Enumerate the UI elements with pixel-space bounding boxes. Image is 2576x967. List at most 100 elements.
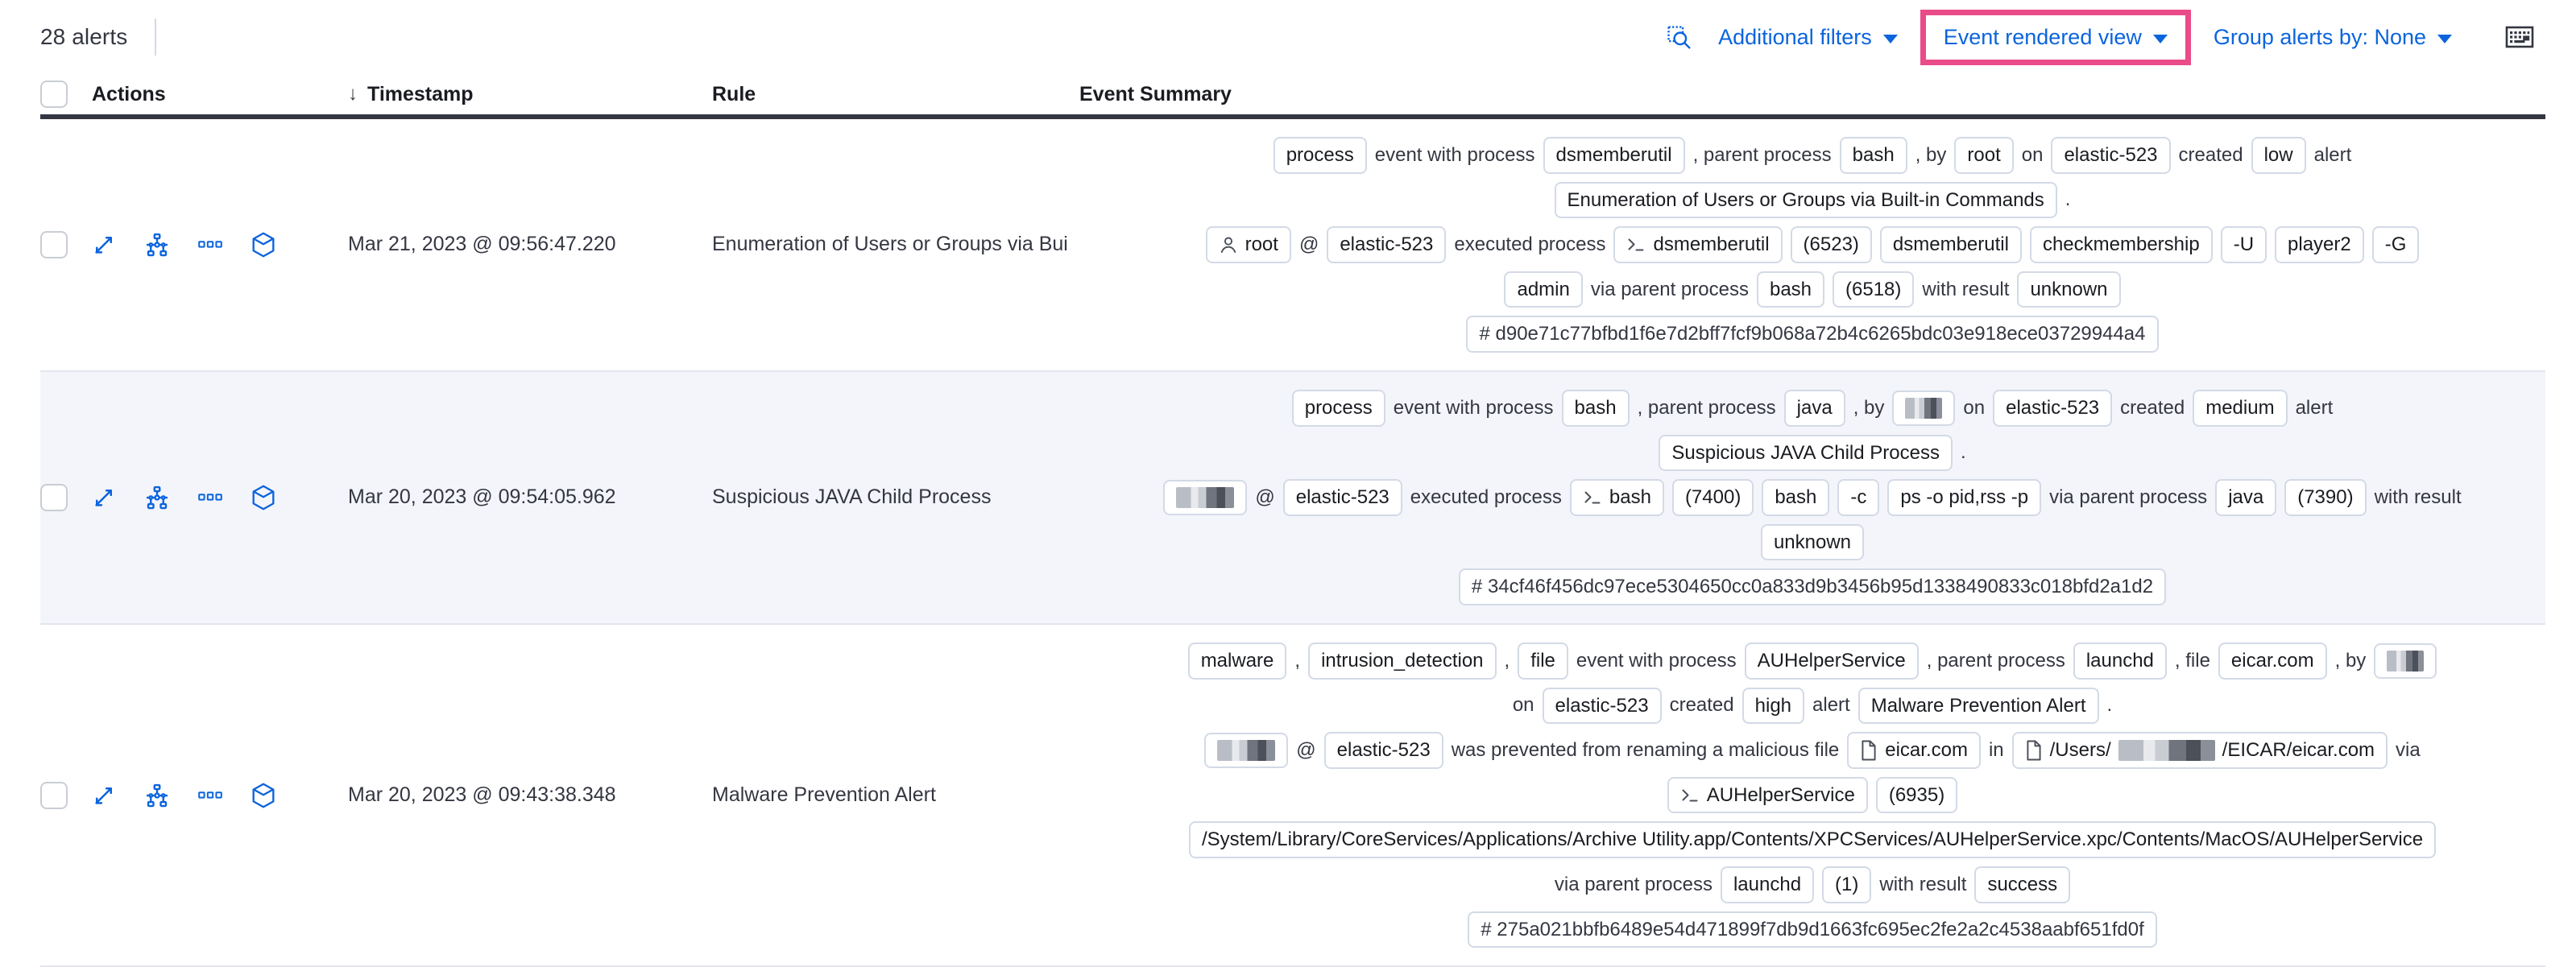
summary-chip[interactable]: bash xyxy=(1762,479,1830,516)
summary-chip[interactable]: elastic-523 xyxy=(1323,732,1443,769)
summary-chip[interactable]: process xyxy=(1273,137,1367,174)
column-header-rule[interactable]: Rule xyxy=(712,83,1079,106)
summary-chip[interactable]: (6518) xyxy=(1833,271,1915,308)
column-header-timestamp[interactable]: ↓ Timestamp xyxy=(348,83,712,106)
expand-icon[interactable] xyxy=(92,233,116,257)
summary-chip[interactable]: bash xyxy=(1561,389,1630,427)
summary-chip[interactable]: ps -o pid,rss -p xyxy=(1887,479,2042,516)
summary-chip[interactable]: unknown xyxy=(2017,271,2121,308)
redacted-value xyxy=(2118,739,2215,761)
summary-chip[interactable]: -c xyxy=(1837,479,1880,516)
summary-chip[interactable]: (1) xyxy=(1822,866,1872,903)
summary-chip[interactable]: elastic-523 xyxy=(1327,226,1447,263)
summary-chip[interactable]: admin xyxy=(1504,271,1583,308)
summary-chip[interactable]: AUHelperService xyxy=(1667,776,1868,814)
summary-chip[interactable]: root xyxy=(1954,137,2014,174)
summary-chip-label: process xyxy=(1286,144,1354,166)
summary-chip[interactable] xyxy=(1892,390,1956,426)
summary-chip[interactable]: process xyxy=(1291,389,1385,427)
summary-chip[interactable]: launchd xyxy=(1720,866,1815,903)
summary-chip[interactable]: file xyxy=(1518,642,1568,680)
summary-chip[interactable]: player2 xyxy=(2275,226,2364,263)
keyboard-shortcuts-button[interactable] xyxy=(2494,19,2545,55)
summary-chip[interactable]: elastic-523 xyxy=(2051,137,2171,174)
summary-chip[interactable]: java xyxy=(1783,389,1845,427)
row-select-cell xyxy=(40,483,82,511)
analyze-event-icon[interactable] xyxy=(145,233,169,257)
summary-chip[interactable]: (7400) xyxy=(1671,479,1754,516)
summary-chip[interactable] xyxy=(1204,732,1289,768)
summary-chip[interactable]: checkmembership xyxy=(2029,226,2213,263)
summary-chip[interactable]: low xyxy=(2251,137,2306,174)
select-all-checkbox[interactable] xyxy=(40,81,68,108)
summary-chip[interactable]: elastic-523 xyxy=(1542,687,1662,725)
summary-chip[interactable]: Enumeration of Users or Groups via Built… xyxy=(1554,181,2057,219)
summary-chip[interactable]: Malware Prevention Alert xyxy=(1857,687,2099,725)
analyze-event-icon[interactable] xyxy=(145,486,169,510)
session-view-icon[interactable] xyxy=(251,232,275,258)
summary-chip[interactable]: java xyxy=(2215,479,2277,516)
summary-text: @ xyxy=(1255,486,1275,508)
summary-chip[interactable]: (6523) xyxy=(1790,226,1872,263)
summary-chip[interactable]: eicar.com xyxy=(1847,732,1981,769)
summary-chip[interactable]: (6935) xyxy=(1875,776,1958,814)
row-select-checkbox[interactable] xyxy=(40,230,68,258)
session-view-icon[interactable] xyxy=(251,783,275,808)
more-actions-icon[interactable] xyxy=(198,789,222,802)
row-select-checkbox[interactable] xyxy=(40,781,68,809)
summary-chip[interactable]: eicar.com xyxy=(2218,642,2327,680)
column-header-event-summary-label: Event Summary xyxy=(1079,82,1232,105)
summary-chip[interactable]: dsmemberutil xyxy=(1543,137,1685,174)
more-actions-icon[interactable] xyxy=(198,491,222,504)
inspect-search-icon xyxy=(1665,23,1692,51)
more-actions-icon[interactable] xyxy=(198,238,222,251)
summary-chip[interactable]: bash xyxy=(1756,271,1825,308)
summary-chip[interactable]: (7390) xyxy=(2284,479,2367,516)
summary-chip[interactable]: success xyxy=(1974,866,2071,903)
summary-chip[interactable]: launchd xyxy=(2073,642,2167,680)
summary-text: alert xyxy=(1812,694,1850,717)
column-header-event-summary[interactable]: Event Summary xyxy=(1079,83,2545,106)
summary-chip[interactable] xyxy=(1163,479,1248,515)
summary-chip[interactable]: -U xyxy=(2220,226,2267,263)
summary-chip[interactable]: medium xyxy=(2193,389,2288,427)
row-select-cell xyxy=(40,781,82,809)
summary-chip[interactable]: /Users//EICAR/eicar.com xyxy=(2011,732,2388,769)
row-select-checkbox[interactable] xyxy=(40,483,68,511)
analyze-event-icon[interactable] xyxy=(145,783,169,808)
event-rendered-view-button[interactable]: Event rendered view xyxy=(1934,20,2177,55)
summary-chip[interactable]: root xyxy=(1205,226,1291,263)
column-header-actions[interactable]: Actions xyxy=(82,83,348,106)
summary-chip[interactable]: -G xyxy=(2371,226,2420,263)
summary-chip[interactable]: bash xyxy=(1839,137,1907,174)
expand-icon[interactable] xyxy=(92,486,116,510)
summary-chip[interactable]: high xyxy=(1741,687,1805,725)
summary-chip[interactable]: AUHelperService xyxy=(1744,642,1919,680)
group-alerts-by-button[interactable]: Group alerts by: None xyxy=(2199,17,2466,58)
session-view-icon[interactable] xyxy=(251,485,275,510)
row-rule: Suspicious JAVA Child Process xyxy=(712,486,992,509)
summary-chip[interactable]: Suspicious JAVA Child Process xyxy=(1659,434,1953,472)
summary-chip[interactable]: /System/Library/CoreServices/Application… xyxy=(1188,821,2437,858)
summary-chip[interactable]: elastic-523 xyxy=(1282,479,1402,516)
expand-icon[interactable] xyxy=(92,783,116,808)
summary-chip[interactable] xyxy=(2374,643,2437,679)
summary-chip[interactable]: # 275a021bbfb6489e54d471899f7db9d1663fc6… xyxy=(1468,911,2157,948)
summary-chip[interactable]: # d90e71c77bfbd1f6e7d2bff7fcf9b068a72b4c… xyxy=(1466,316,2159,353)
summary-chip[interactable]: # 34cf46f456dc97ece5304650cc0a833d9b3456… xyxy=(1458,568,2167,605)
summary-chip[interactable]: bash xyxy=(1569,479,1664,516)
inspect-search-icon-button[interactable] xyxy=(1654,17,1704,57)
summary-chip[interactable]: dsmemberutil xyxy=(1613,226,1783,263)
console-icon xyxy=(1626,236,1646,254)
additional-filters-button[interactable]: Additional filters xyxy=(1704,17,1912,58)
summary-chip[interactable]: dsmemberutil xyxy=(1879,226,2022,263)
summary-chip[interactable]: intrusion_detection xyxy=(1308,642,1497,680)
summary-chip[interactable]: unknown xyxy=(1760,523,1865,561)
summary-chip[interactable]: malware xyxy=(1187,642,1287,680)
summary-text: . xyxy=(1960,441,1966,464)
summary-chip[interactable]: elastic-523 xyxy=(1993,389,2113,427)
summary-chip-label: root xyxy=(1967,144,2001,166)
